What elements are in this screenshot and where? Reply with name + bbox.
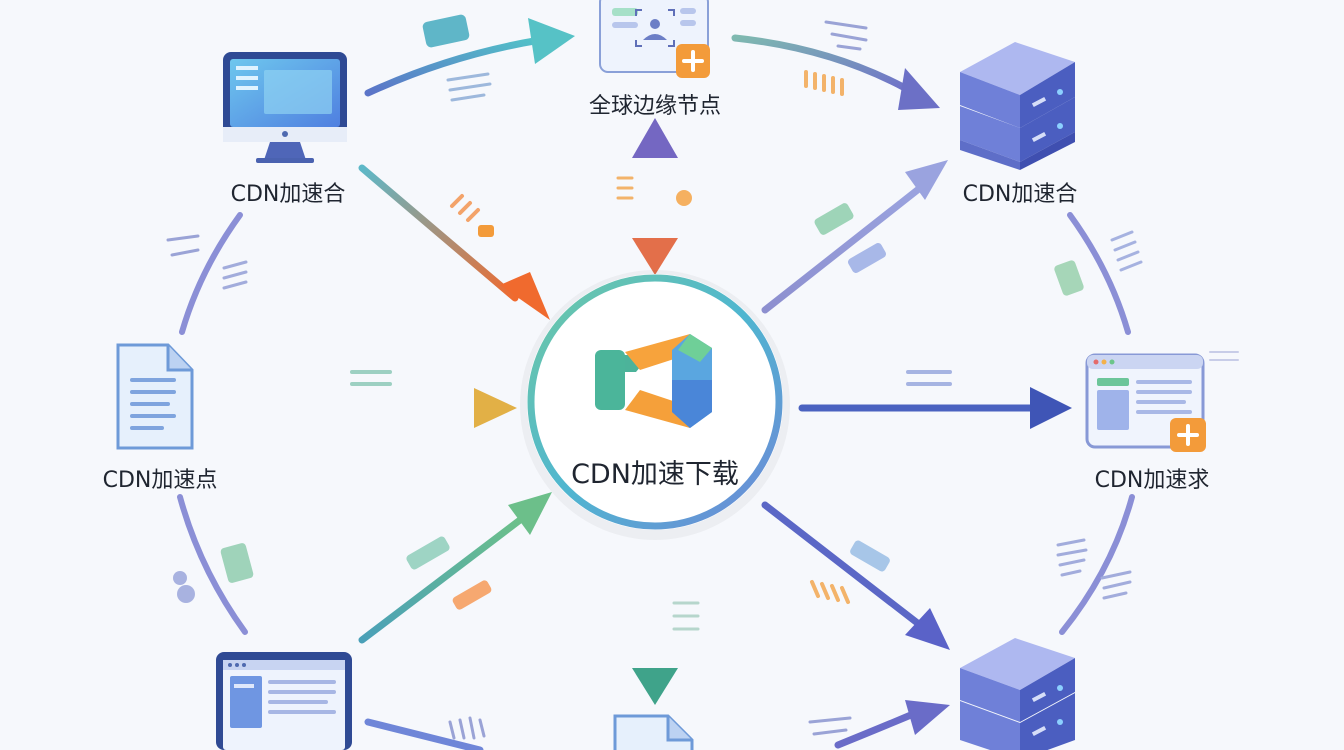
monitor-icon xyxy=(223,52,347,163)
arrow-edge-to-server xyxy=(731,34,909,92)
arrow-head xyxy=(905,608,950,650)
arrow-head xyxy=(632,668,678,705)
arrow-center-to-server xyxy=(761,184,924,314)
node-label-top-left: CDN加速合 xyxy=(230,182,346,207)
cdn-logo-icon xyxy=(595,334,712,428)
arrow-head xyxy=(905,700,950,735)
monitor-icon xyxy=(216,652,352,750)
arrow-head xyxy=(508,492,552,535)
arrow-head xyxy=(632,238,678,275)
arrow-head xyxy=(898,68,940,110)
node-label-top-right: CDN加速合 xyxy=(962,182,1078,207)
center-label: CDN加速下载 xyxy=(571,459,739,490)
document-icon xyxy=(116,343,194,450)
browser-window-icon xyxy=(1085,353,1206,452)
edge-node-window-icon xyxy=(599,0,710,78)
decorative-marks xyxy=(166,14,1239,740)
arrow-center-to-server2 xyxy=(761,501,924,629)
server-stack-icon xyxy=(960,638,1075,750)
arrow-monitor-to-center xyxy=(358,164,519,302)
arrow-head xyxy=(632,118,678,158)
node-label-top: 全球边缘节点 xyxy=(588,94,722,119)
server-stack-icon xyxy=(960,42,1075,170)
outer-ring xyxy=(177,212,1135,635)
arrow-head xyxy=(905,160,948,200)
center-hub xyxy=(520,270,790,540)
arrow-bottom-left xyxy=(364,718,484,750)
arrow-monitor-to-edge xyxy=(364,36,544,97)
arrow-head xyxy=(474,388,517,428)
arrow-monitor2-to-center xyxy=(358,516,524,644)
node-label-right: CDN加速求 xyxy=(1094,468,1210,493)
arrow-head xyxy=(500,272,550,320)
node-label-left: CDN加速点 xyxy=(102,468,218,493)
document-icon xyxy=(613,714,694,750)
arrow-head xyxy=(1030,387,1072,429)
arrow-head xyxy=(528,18,575,64)
